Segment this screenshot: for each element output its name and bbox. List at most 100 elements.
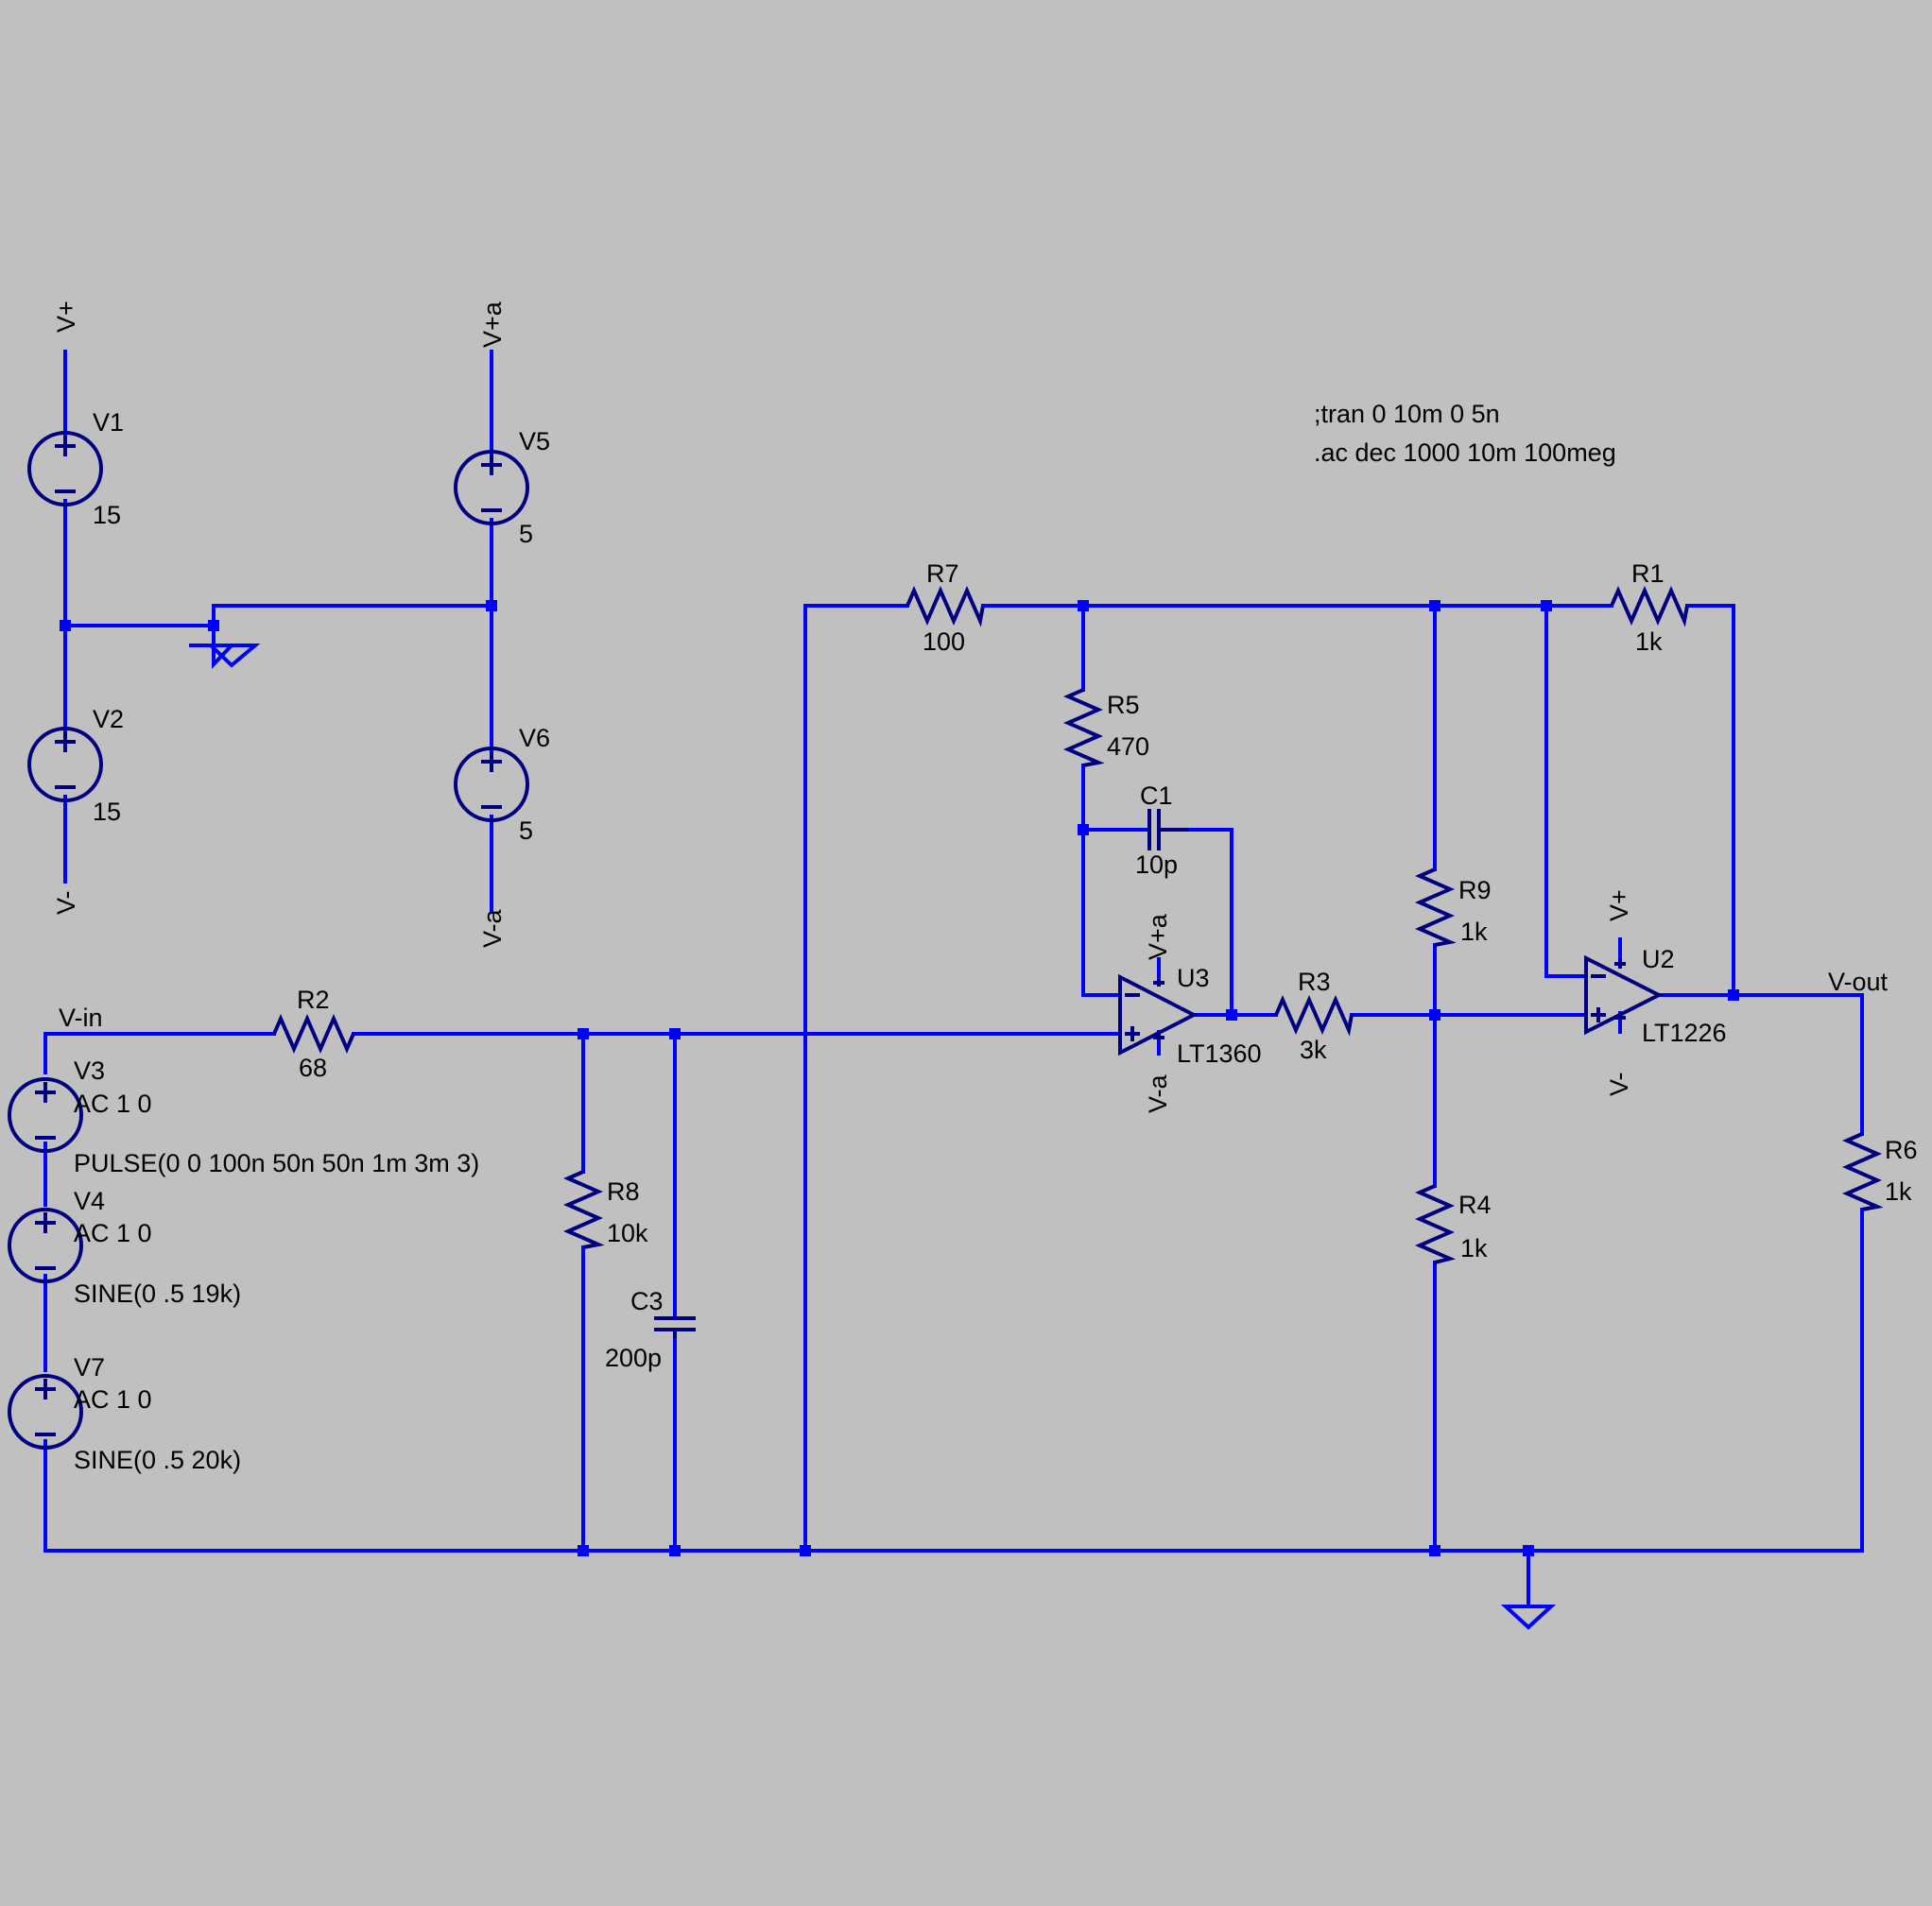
net-label-vin: V-in	[59, 1004, 103, 1032]
r6-value: 1k	[1885, 1177, 1912, 1206]
u3-value: LT1360	[1177, 1039, 1262, 1068]
junction	[1226, 1009, 1237, 1021]
net-label-vout: V-out	[1828, 968, 1889, 996]
v2-name: V2	[93, 705, 124, 733]
junction	[1523, 1545, 1534, 1556]
r8-value: 10k	[607, 1219, 648, 1247]
r4-name: R4	[1458, 1191, 1492, 1219]
c3-name: C3	[630, 1287, 664, 1315]
junction	[669, 1545, 681, 1556]
v4-ac: AC 1 0	[74, 1219, 152, 1247]
labels: ;tran 0 10m 0 5n .ac dec 1000 10m 100meg…	[52, 300, 1918, 1474]
net-label-vplus: V+	[52, 300, 80, 333]
junction	[1429, 1545, 1440, 1556]
capacitor-c1[interactable]	[1147, 809, 1161, 850]
r3-name: R3	[1298, 968, 1331, 996]
source-v6[interactable]	[454, 747, 529, 822]
c3-value: 200p	[605, 1344, 662, 1372]
junction	[1541, 600, 1552, 611]
wire-u2-inv	[1544, 604, 1588, 978]
wire-output	[1657, 993, 1864, 1136]
resistor-r3[interactable]	[1274, 995, 1354, 1037]
junction	[800, 1545, 811, 1556]
directive-tran: ;tran 0 10m 0 5n	[1314, 400, 1500, 428]
junction	[578, 1028, 589, 1039]
r6-name: R6	[1885, 1136, 1918, 1164]
r9-value: 1k	[1460, 918, 1488, 946]
wire-gnd-v5v6	[212, 604, 493, 627]
net-label-vplusa: V+a	[478, 300, 507, 348]
u2-value: LT1226	[1642, 1019, 1727, 1047]
c1-name: C1	[1140, 781, 1173, 810]
r3-value: 3k	[1300, 1036, 1327, 1064]
v3-value: PULSE(0 0 100n 50n 50n 1m 3m 3)	[74, 1149, 479, 1177]
resistors	[272, 586, 1884, 1264]
c1-value: 10p	[1135, 850, 1178, 879]
u2-name: U2	[1642, 945, 1675, 973]
junction	[1078, 824, 1089, 835]
r1-value: 1k	[1635, 627, 1663, 656]
wire-v1v2-gnd	[63, 624, 216, 647]
junction	[1429, 600, 1440, 611]
opamp-u3[interactable]	[1118, 973, 1199, 1056]
resistor-r7[interactable]	[906, 586, 985, 627]
r1-name: R1	[1631, 559, 1665, 588]
resistor-r1[interactable]	[1610, 586, 1689, 627]
junctions	[60, 600, 1739, 1556]
v7-value: SINE(0 .5 20k)	[74, 1446, 241, 1474]
opamp-u2[interactable]	[1584, 954, 1664, 1036]
source-v7[interactable]	[8, 1374, 83, 1450]
v3-name: V3	[74, 1056, 105, 1085]
r7-value: 100	[923, 627, 965, 656]
source-v1[interactable]	[27, 431, 103, 507]
r7-name: R7	[926, 559, 959, 588]
source-v5[interactable]	[454, 450, 529, 525]
source-v2[interactable]	[27, 727, 103, 802]
u3-pin-vplusa: V+a	[1144, 913, 1172, 960]
junction	[1429, 1009, 1440, 1021]
junction	[1078, 600, 1089, 611]
v6-value: 5	[519, 816, 533, 845]
wire-c1	[1081, 828, 1233, 1017]
wire-ground-bus	[43, 1208, 1864, 1553]
resistor-r6[interactable]	[1842, 1132, 1884, 1211]
source-v3[interactable]	[8, 1077, 83, 1153]
v4-value: SINE(0 .5 19k)	[74, 1279, 241, 1308]
resistor-r5[interactable]	[1063, 688, 1105, 767]
v5-name: V5	[519, 427, 550, 455]
resistor-r8[interactable]	[563, 1170, 605, 1249]
capacitors	[654, 809, 1188, 1338]
wire-feedback-top	[803, 604, 1735, 1553]
v3-ac: AC 1 0	[74, 1090, 152, 1118]
r4-value: 1k	[1460, 1234, 1488, 1262]
u3-pin-vminusa: V-a	[1144, 1073, 1172, 1113]
capacitor-c3[interactable]	[654, 1316, 696, 1331]
net-label-vminus: V-	[52, 890, 80, 915]
v7-name: V7	[74, 1353, 105, 1382]
resistor-r9[interactable]	[1415, 867, 1457, 947]
v1-name: V1	[93, 408, 124, 437]
wire-r5	[1081, 604, 1122, 997]
v1-value: 15	[93, 501, 121, 529]
junction	[669, 1028, 681, 1039]
junction	[60, 620, 71, 631]
junction	[486, 600, 497, 611]
net-label-vminusa: V-a	[478, 908, 507, 948]
resistor-r4[interactable]	[1415, 1184, 1457, 1264]
v6-name: V6	[519, 724, 550, 752]
r2-name: R2	[297, 986, 330, 1014]
v7-ac: AC 1 0	[74, 1385, 152, 1414]
r9-name: R9	[1458, 876, 1492, 904]
v5-value: 5	[519, 520, 533, 548]
resistor-r2[interactable]	[272, 1014, 355, 1054]
ground-symbol-main	[1500, 1605, 1557, 1630]
ground-symbol-left	[206, 644, 261, 668]
source-v4[interactable]	[8, 1208, 83, 1283]
r8-name: R8	[607, 1177, 640, 1206]
u3-name: U3	[1177, 964, 1210, 992]
r5-name: R5	[1107, 691, 1140, 719]
u2-pin-vplus: V+	[1605, 889, 1633, 921]
junction	[1728, 989, 1739, 1001]
u2-pin-vminus: V-	[1605, 1072, 1633, 1096]
